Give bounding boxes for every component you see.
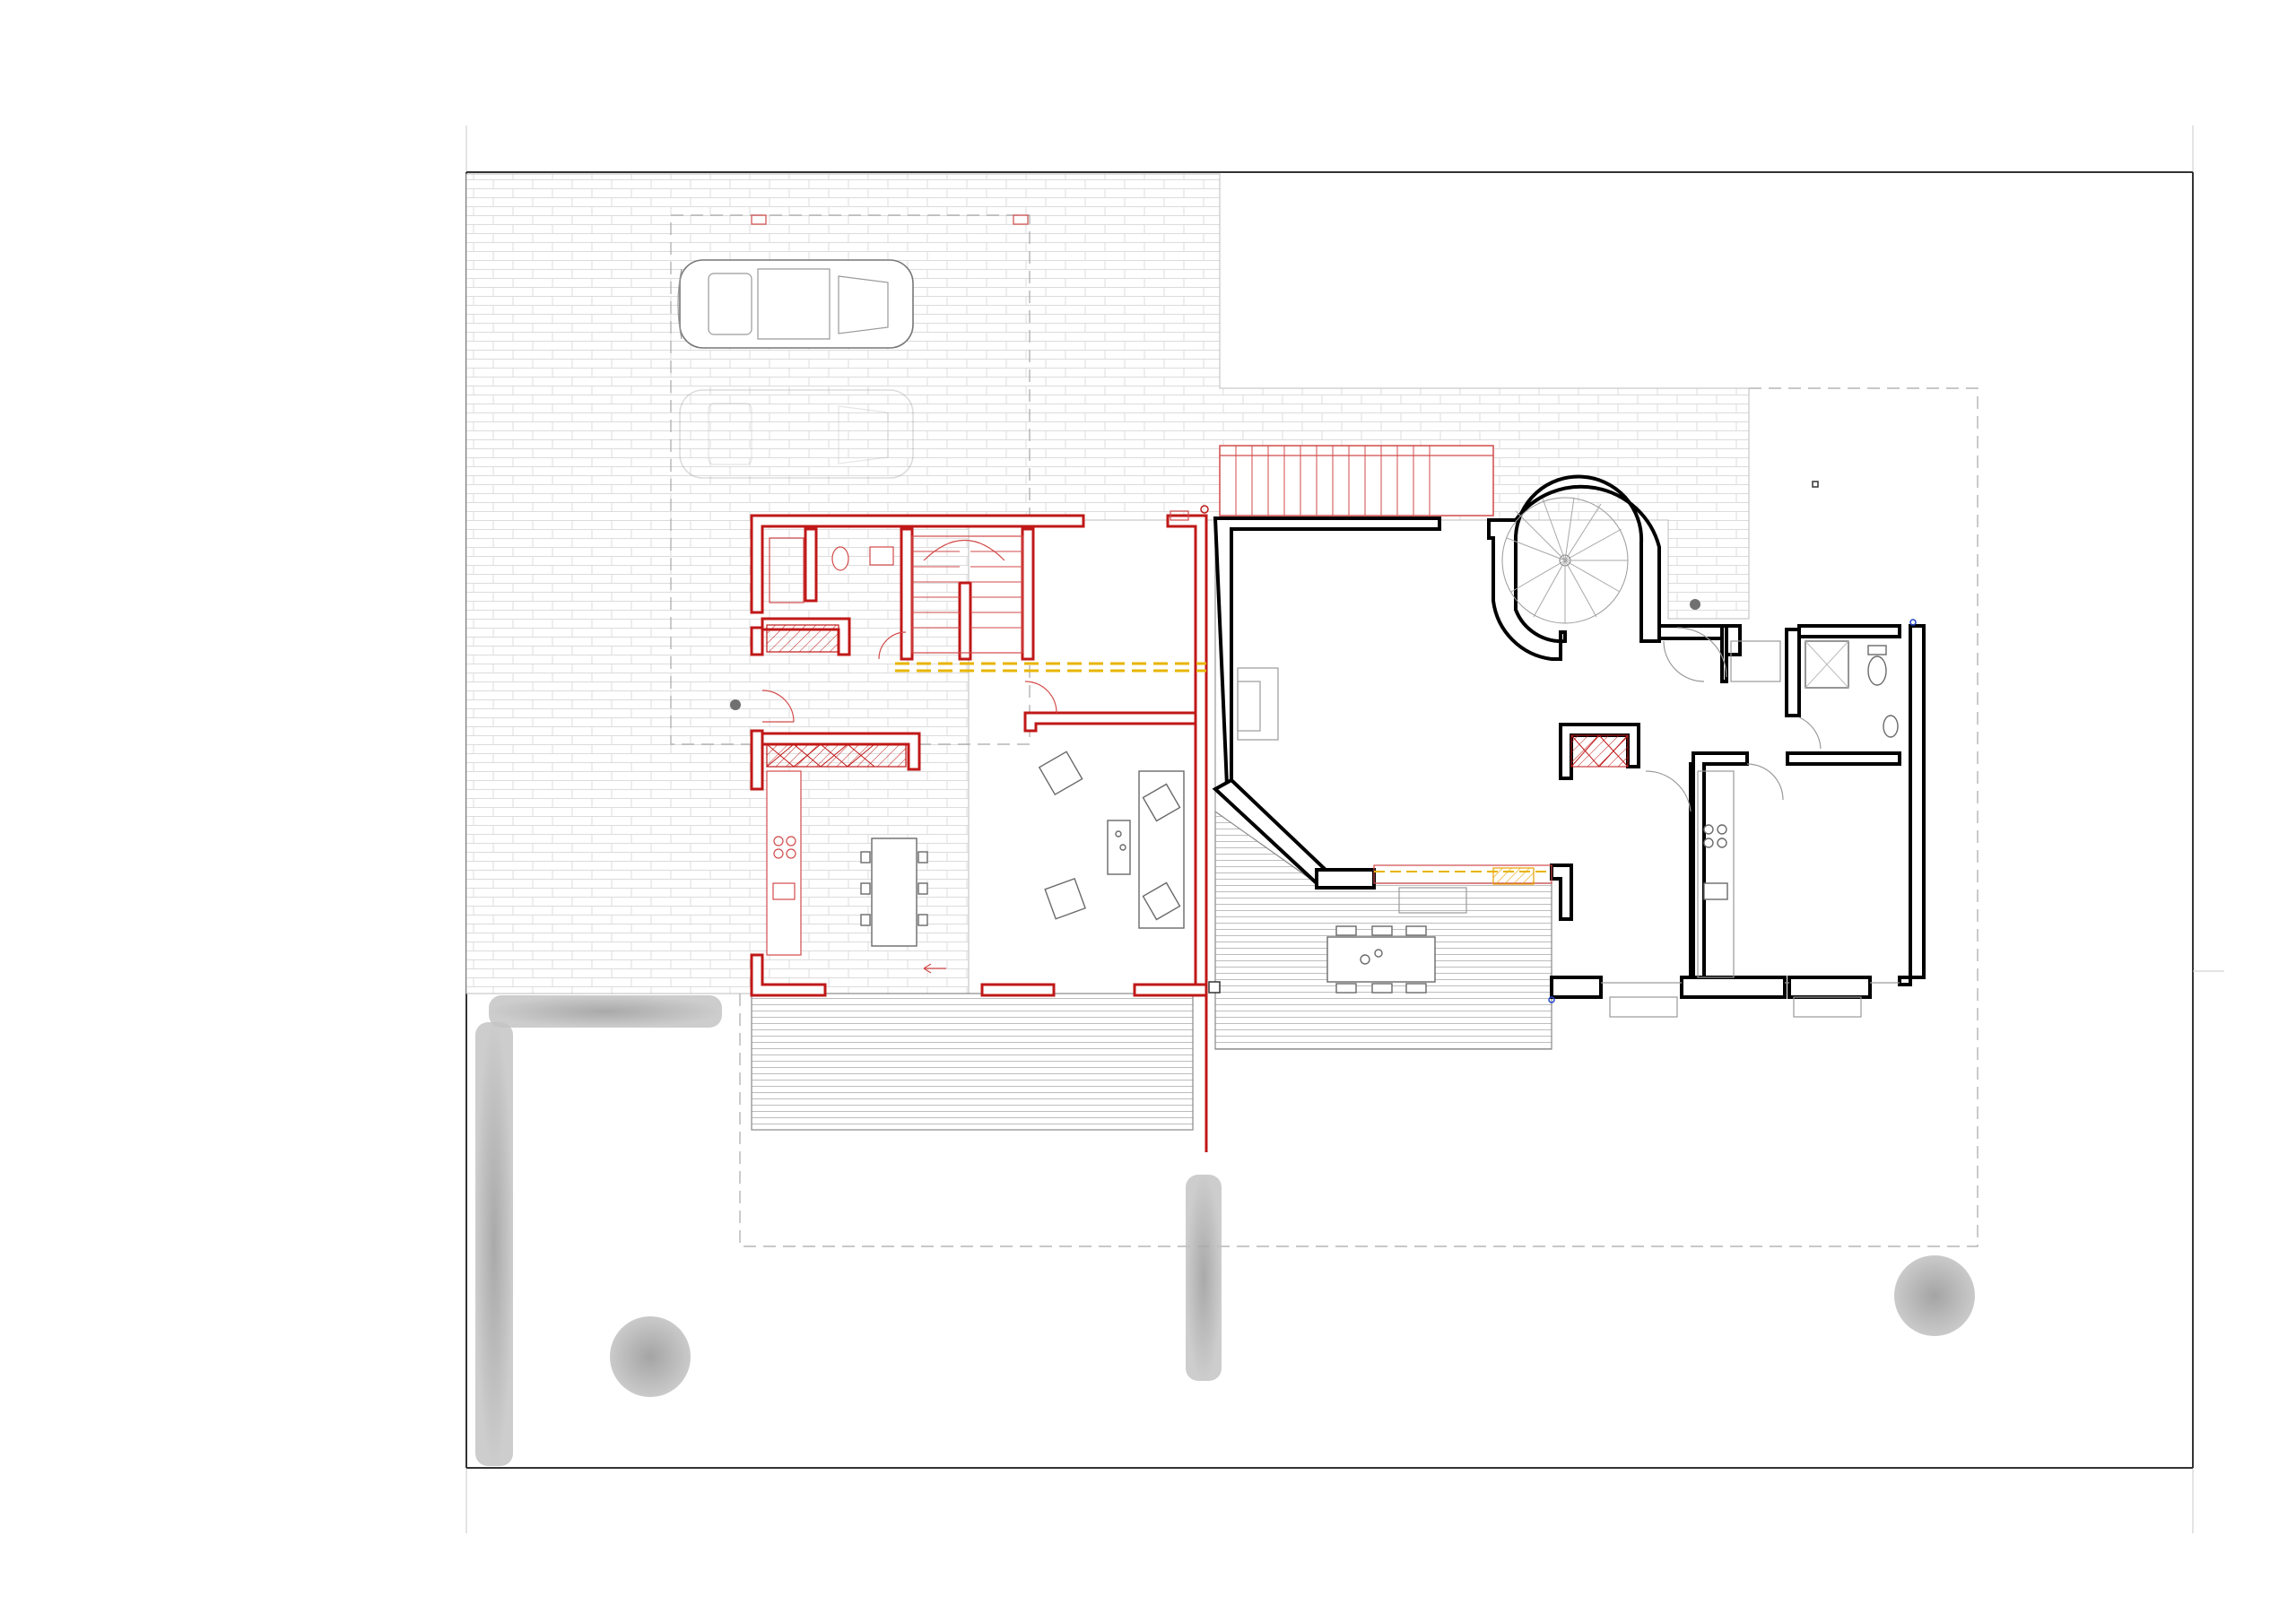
wc-fixtures: [766, 537, 894, 653]
tree-icon: [1894, 1255, 1975, 1336]
terrace-table: [1326, 925, 1436, 994]
bathroom-fixtures: [1676, 627, 1899, 750]
car-icon: [677, 259, 914, 349]
setback-line: [739, 387, 1979, 1247]
new-building: [750, 505, 1209, 997]
hedge-top: [489, 995, 722, 1028]
existing-building: [1212, 474, 1926, 1018]
living-furniture: [1038, 751, 1185, 929]
dining-table: [860, 838, 928, 947]
tree-icon: [610, 1316, 691, 1397]
car-outline-icon: [679, 389, 914, 479]
interior-stair: [911, 535, 1023, 654]
hedge-left: [475, 1022, 513, 1466]
boundary-wall: [1205, 981, 1221, 1152]
exterior-stair: [1219, 445, 1494, 516]
hedge-middle: [1186, 1175, 1222, 1381]
garden-vegetation: [475, 995, 1975, 1466]
spiral-stair: [1501, 497, 1629, 624]
